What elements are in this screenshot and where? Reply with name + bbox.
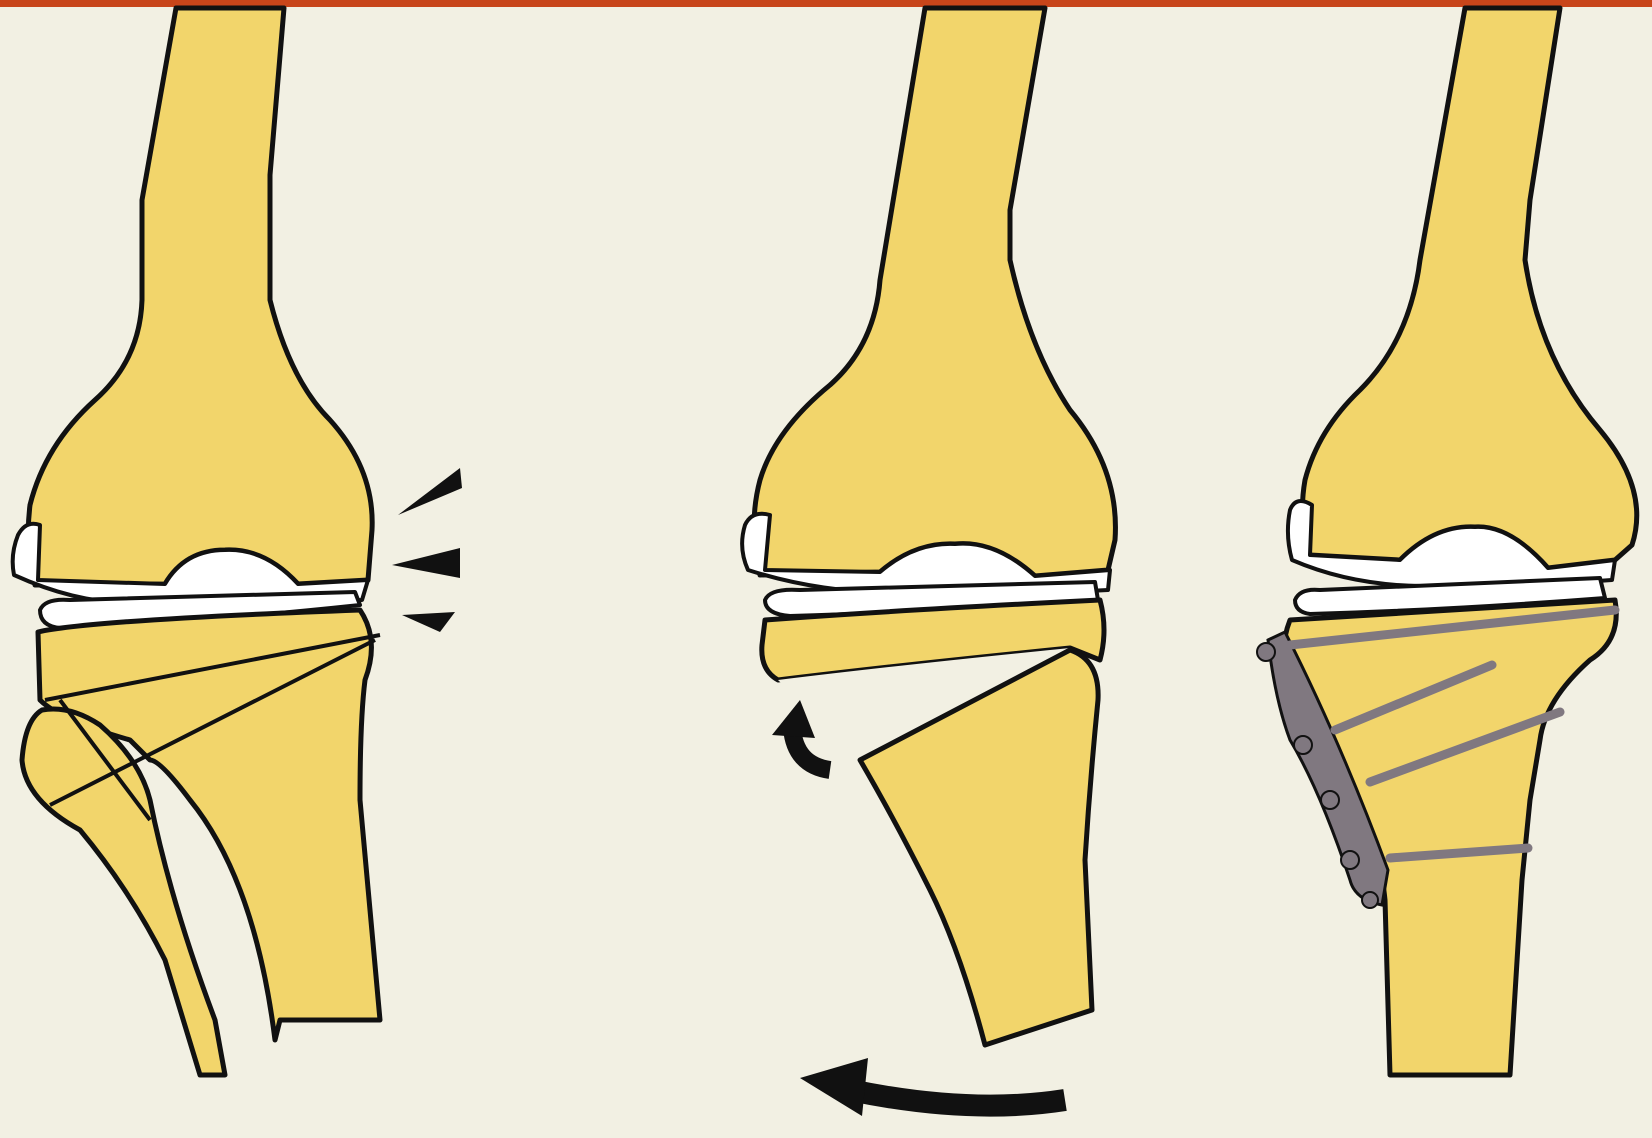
panel-wedge-osteotomy bbox=[742, 8, 1115, 1116]
femur-icon bbox=[28, 8, 372, 585]
panel-before-osteotomy bbox=[13, 8, 462, 1075]
rotation-arrow-icon bbox=[800, 1058, 1065, 1116]
femur-icon bbox=[754, 8, 1115, 576]
medial-compression-arrowheads-icon bbox=[392, 468, 462, 632]
femur-icon bbox=[1302, 8, 1636, 568]
panel-plate-fixation bbox=[1257, 8, 1637, 1075]
